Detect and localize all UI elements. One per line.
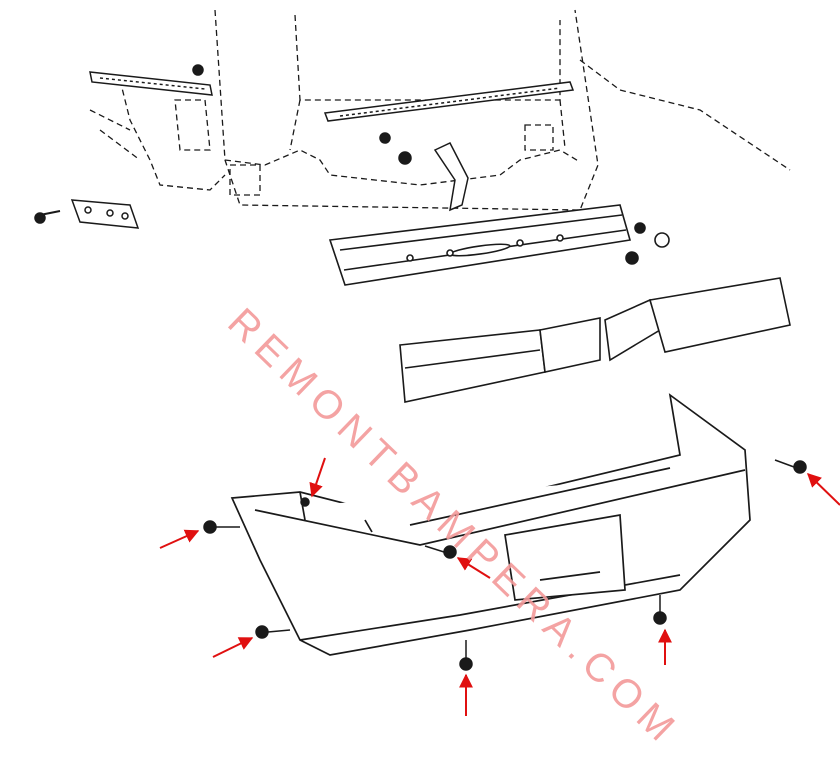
fasteners — [192, 64, 807, 671]
lower-retainer-left — [34, 199, 140, 229]
red-arrow-icon — [159, 529, 200, 549]
body-silhouette — [89, 9, 791, 211]
callout-arrows — [159, 457, 840, 716]
reinforcement-beam — [328, 204, 670, 286]
bracket — [379, 132, 469, 212]
energy-absorber — [399, 277, 791, 403]
diagram-canvas: REMONTBAMPERA.COM — [34, 9, 840, 755]
bumper-cover — [230, 393, 751, 656]
red-arrow-icon — [309, 457, 326, 498]
red-arrow-icon — [212, 637, 254, 658]
upper-retainer — [323, 81, 575, 122]
red-arrow-icon — [806, 473, 840, 506]
side-retainer-left — [89, 71, 213, 96]
bumper-diagram — [34, 9, 840, 716]
red-arrow-icon — [456, 557, 491, 579]
